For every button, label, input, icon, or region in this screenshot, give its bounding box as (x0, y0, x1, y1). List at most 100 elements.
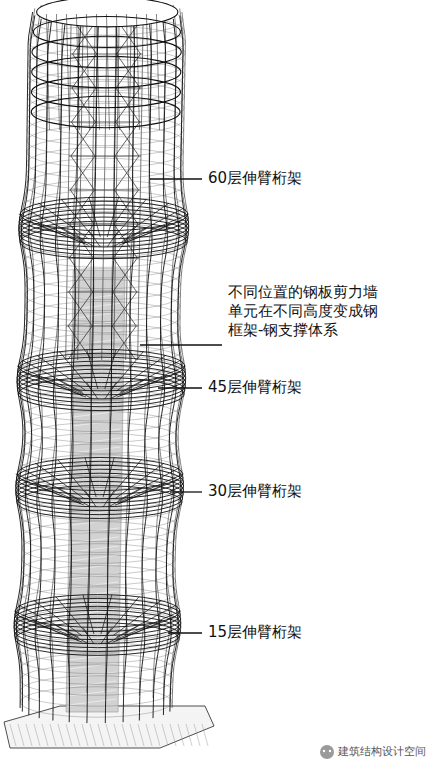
tower-stroke (22, 360, 82, 392)
column-line (87, 0, 98, 693)
tower-stroke (21, 480, 81, 504)
outrigger-truss (19, 217, 188, 251)
tower-stroke (113, 258, 136, 292)
leader-lines (140, 179, 222, 633)
outrigger-truss (17, 486, 182, 519)
tower-stroke (10, 724, 16, 746)
tower-stroke (19, 605, 79, 637)
tower-stroke (116, 605, 176, 637)
column-line (68, 0, 81, 694)
tower-stroke (66, 14, 69, 130)
tower-stroke (61, 199, 93, 237)
tower-stroke (56, 14, 59, 130)
tower-stroke (119, 203, 169, 239)
tower-stroke (117, 355, 166, 391)
column-line (35, 2, 51, 698)
callout-label: 45层伸臂桁架 (208, 378, 302, 397)
watermark: 建筑结构设计空间 (338, 745, 426, 759)
tower-stroke (22, 433, 179, 464)
tower-stroke (113, 258, 138, 292)
leader-line (140, 344, 222, 345)
tower-stroke (26, 158, 183, 189)
column-line (163, 5, 179, 701)
tower-stroke (123, 208, 184, 240)
tower-stroke (22, 191, 187, 224)
tower-stroke (70, 156, 95, 190)
tower-stroke (34, 724, 40, 746)
tower-stroke (69, 258, 94, 292)
tower-stroke (186, 724, 192, 746)
tower-stroke (119, 225, 169, 245)
tower-stroke (86, 14, 89, 130)
tower-stroke (21, 468, 81, 500)
tower-stroke (20, 444, 180, 476)
outrigger-truss (15, 618, 180, 651)
leader-line (158, 387, 202, 388)
tower-stroke (69, 663, 117, 669)
tower-stroke (103, 491, 114, 507)
tower-stroke (107, 231, 118, 247)
tower-stroke (113, 622, 162, 642)
tower-stroke (23, 323, 180, 354)
tower-stroke (194, 724, 200, 746)
callout-label: 60层伸臂桁架 (208, 169, 302, 188)
tower-wireframe (4, 0, 214, 748)
tower-stroke (122, 724, 128, 746)
tower-stroke (35, 463, 84, 499)
tower-stroke (106, 724, 112, 746)
tower-stroke (154, 724, 160, 746)
tower-stroke (105, 349, 116, 389)
tower-stroke (83, 595, 94, 634)
tower-stroke (156, 14, 159, 130)
outrigger-truss (17, 369, 185, 403)
tower-stroke (105, 383, 116, 399)
tower-stroke (114, 724, 120, 746)
outrigger-truss (14, 614, 180, 647)
tower-stroke (96, 14, 99, 130)
outrigger-truss (16, 477, 183, 510)
tower-stroke (50, 724, 56, 746)
tower-stroke (74, 724, 80, 746)
tower-stroke (170, 724, 176, 746)
tower-stroke (72, 88, 95, 122)
tower-stroke (106, 14, 109, 130)
tower-stroke (102, 20, 107, 360)
tower-stroke (71, 546, 119, 552)
tower-stroke (85, 457, 96, 497)
tower-stroke (70, 555, 118, 561)
tower-stroke (24, 208, 85, 240)
column-line (153, 2, 167, 698)
tower-stroke (130, 724, 136, 746)
tower-stroke (20, 687, 172, 717)
tower-stroke (114, 190, 137, 224)
column-line (105, 0, 116, 693)
outrigger-truss (18, 373, 185, 406)
tower-stroke (126, 14, 129, 130)
tower-stroke (59, 351, 91, 389)
tower-stroke (24, 312, 180, 343)
tower-stroke (69, 258, 92, 292)
tower-stroke (72, 447, 120, 453)
tower-stroke (87, 349, 98, 389)
tower-stroke (136, 14, 139, 130)
tower-stroke (89, 197, 100, 237)
tower-stroke (21, 566, 176, 597)
tower-stroke (178, 724, 184, 746)
tower-stroke (101, 627, 112, 644)
tower-stroke (74, 303, 122, 309)
leader-line (150, 178, 202, 179)
tower-stroke (110, 459, 142, 497)
tower-stroke (72, 438, 120, 444)
tower-stroke (72, 429, 120, 435)
tower-stroke (69, 672, 117, 678)
tower-stroke (116, 14, 119, 130)
tower-stroke (25, 169, 183, 201)
tower-stroke (138, 724, 144, 746)
tower-stroke (71, 537, 119, 543)
tower-stroke (14, 608, 181, 641)
outrigger-truss (16, 481, 182, 514)
tower-stroke (46, 14, 49, 130)
column-line (123, 0, 135, 694)
tower-stroke (202, 724, 208, 746)
tower-stroke (116, 88, 139, 122)
